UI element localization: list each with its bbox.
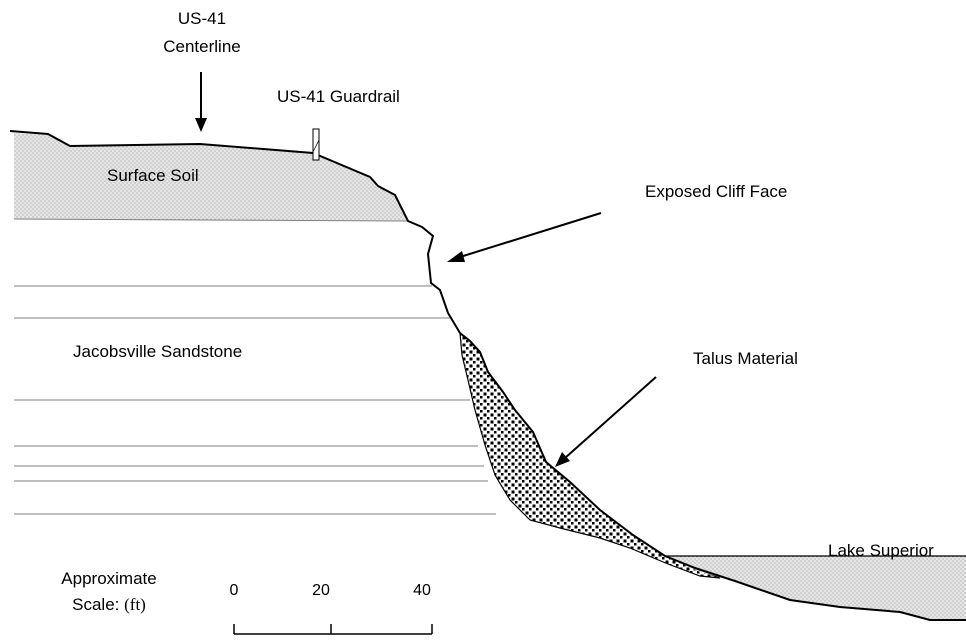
- scale-tick-0: 0: [229, 582, 239, 599]
- scale-unit: (ft): [124, 595, 146, 614]
- bedding-lines: [14, 285, 496, 515]
- exposed-cliff-arrow: [447, 212, 602, 262]
- sandstone-label: Jacobsville Sandstone: [73, 342, 243, 361]
- soil-base-line: [13, 218, 409, 222]
- surface-soil-layer: [14, 133, 408, 221]
- scale-tick-40: 40: [413, 582, 431, 599]
- centerline-label-line1: US-41: [177, 9, 227, 28]
- lake-superior-label: Lake Superior: [828, 541, 934, 560]
- exposed-cliff-label: Exposed Cliff Face: [645, 182, 788, 201]
- lake-superior-water: [665, 556, 966, 620]
- centerline-label-line2: Centerline: [163, 37, 241, 56]
- scale-tick-20: 20: [312, 582, 330, 599]
- scale-bar: [233, 624, 433, 635]
- scale-label-line2: Scale: (ft): [35, 594, 183, 615]
- guardrail-post: [312, 128, 320, 161]
- scale-label-line1: Approximate: [61, 569, 157, 588]
- scale-label-text: Scale:: [72, 595, 125, 614]
- ground-profile-line: [9, 130, 966, 621]
- talus-material: [459, 331, 721, 579]
- talus-arrow: [555, 376, 657, 467]
- surface-soil-label: Surface Soil: [107, 166, 199, 185]
- talus-label: Talus Material: [693, 349, 798, 368]
- guardrail-label: US-41 Guardrail: [277, 87, 400, 106]
- centerline-arrow: [195, 72, 207, 132]
